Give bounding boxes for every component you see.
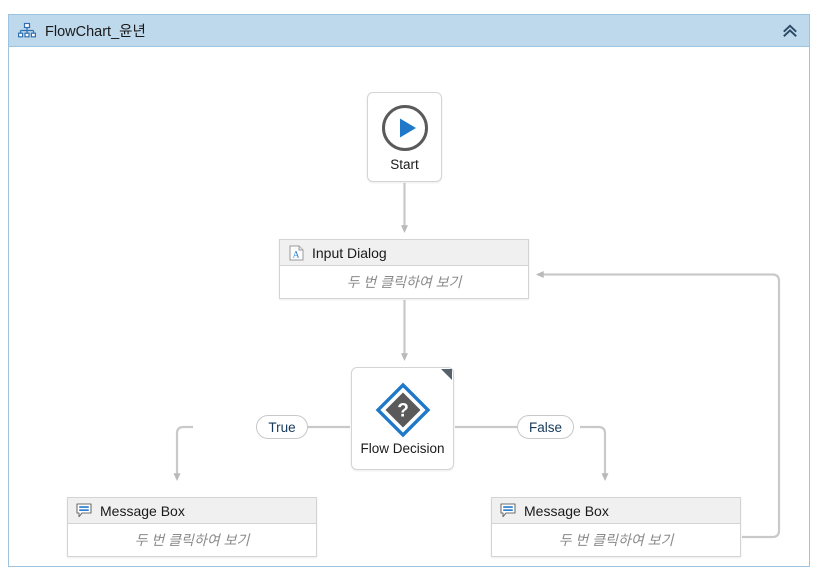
node-message-box-true-title: Message Box [100,502,185,519]
node-message-box-false-header: Message Box [492,498,740,524]
node-message-box-true-header: Message Box [68,498,316,524]
flowchart-panel: FlowChart_윤년 [8,14,810,567]
node-message-box-true-body[interactable]: 두 번 클릭하여 보기 [68,524,316,556]
node-message-box-true[interactable]: Message Box 두 번 클릭하여 보기 [67,497,317,557]
node-flow-decision[interactable]: ? Flow Decision [351,367,454,470]
branch-label-false[interactable]: False [517,415,575,439]
branch-label-true[interactable]: True [256,415,308,439]
node-message-box-false-body[interactable]: 두 번 클릭하여 보기 [492,524,740,556]
node-start[interactable]: Start [367,92,442,182]
node-message-box-false[interactable]: Message Box 두 번 클릭하여 보기 [491,497,741,557]
panel-titlebar: FlowChart_윤년 [9,15,809,47]
flowchart-canvas[interactable]: Start A Input Dialog 두 번 클릭하여 보기 [9,47,809,566]
svg-text:A: A [292,250,299,260]
play-circle-icon [379,102,431,154]
svg-text:?: ? [397,400,409,421]
expand-corner-icon[interactable] [441,369,452,380]
double-chevron-up-icon [783,23,797,37]
node-input-dialog-body[interactable]: 두 번 클릭하여 보기 [280,266,528,298]
node-start-label: Start [390,157,419,172]
connector-false-to-message-box [580,425,609,482]
node-message-box-false-title: Message Box [524,502,609,519]
node-message-box-true-hint: 두 번 클릭하여 보기 [134,532,250,548]
node-message-box-false-hint: 두 번 클릭하여 보기 [558,532,674,548]
node-input-dialog[interactable]: A Input Dialog 두 번 클릭하여 보기 [279,239,529,299]
node-flow-decision-label: Flow Decision [360,440,445,456]
connector-true-to-message-box [173,425,193,482]
node-input-dialog-title: Input Dialog [312,244,387,261]
input-dialog-icon: A [288,245,304,261]
message-box-icon [76,503,92,519]
collapse-button[interactable] [779,20,801,42]
panel-title: FlowChart_윤년 [45,24,146,40]
node-input-dialog-hint: 두 번 클릭하여 보기 [346,274,462,290]
message-box-icon [500,503,516,519]
org-chart-icon [17,21,37,41]
decision-diamond-icon: ? [375,382,431,438]
node-input-dialog-header: A Input Dialog [280,240,528,266]
